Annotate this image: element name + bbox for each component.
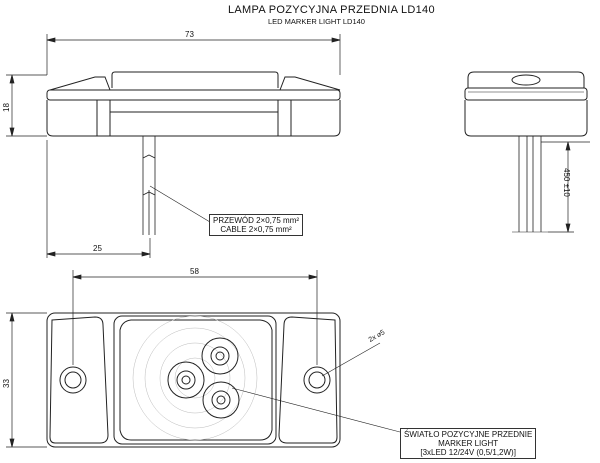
light-callout-leader xyxy=(231,387,401,433)
dimension-450-line xyxy=(541,141,590,233)
dimension-25-line xyxy=(46,140,151,258)
light-callout-line3: [3xLED 12/24V (0,5/1,2W)] xyxy=(420,448,516,457)
led-lenses xyxy=(167,337,240,419)
dimension-33-line xyxy=(6,312,47,448)
mounting-holes xyxy=(59,366,331,394)
dimension-33: 33 xyxy=(2,379,11,388)
lens-rings xyxy=(132,315,258,441)
drawing-subtitle: LED MARKER LIGHT LD140 xyxy=(268,17,365,26)
holes-callout-leader xyxy=(321,342,381,377)
side-view-cable xyxy=(512,136,548,233)
drawing-title: LAMPA POZYCYJNA PRZEDNIA LD140 xyxy=(228,4,435,16)
front-view-cable xyxy=(142,136,156,235)
cable-callout-leader xyxy=(149,185,211,223)
cable-callout-line1: PRZEWÓD 2×0,75 mm² xyxy=(213,216,300,225)
dimension-450: 450 ±10 xyxy=(562,168,571,197)
dimension-25: 25 xyxy=(93,244,102,253)
dimension-58: 58 xyxy=(190,267,199,276)
light-callout-line2: MARKER LIGHT xyxy=(438,439,499,448)
dimension-18-line xyxy=(6,74,47,137)
top-view-body xyxy=(46,312,341,448)
cable-callout: PRZEWÓD 2×0,75 mm² CABLE 2×0,75 mm² xyxy=(209,214,304,236)
front-view-body xyxy=(46,71,341,137)
dimension-73-line xyxy=(46,34,341,75)
cable-callout-line2: CABLE 2×0,75 mm² xyxy=(220,225,292,234)
dimension-58-line xyxy=(72,270,318,365)
dimension-73: 73 xyxy=(185,30,194,39)
light-callout: ŚWIATŁO POZYCYJNE PRZEDNIE MARKER LIGHT … xyxy=(400,428,537,459)
dimension-18: 18 xyxy=(2,103,11,112)
light-callout-line1: ŚWIATŁO POZYCYJNE PRZEDNIE xyxy=(404,430,533,439)
side-view-body xyxy=(464,71,588,137)
